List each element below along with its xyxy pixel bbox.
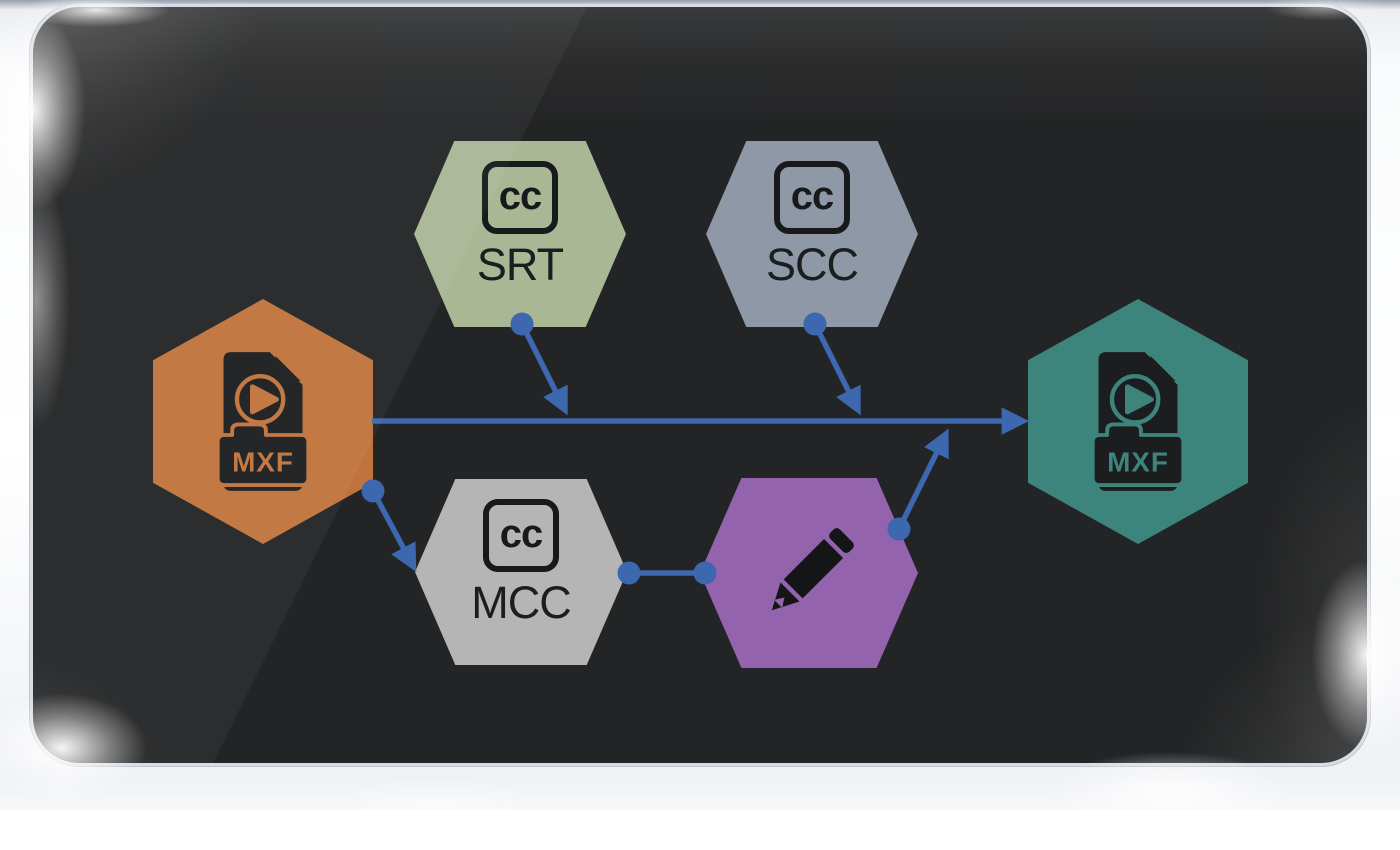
file-type-label: MXF [232,447,294,478]
cc-icon-text: cc [790,174,834,218]
connector-editor-to-main [896,428,949,531]
node-editor [700,478,918,668]
connector-srt-to-main [519,322,568,416]
node-label: MCC [471,577,571,628]
closed-captions-icon: cc [774,161,850,234]
node-input-mxf: MXF [153,299,373,544]
file-type-label: MXF [1107,447,1169,478]
closed-captions-icon: cc [483,499,559,572]
cc-icon-text: cc [499,512,543,556]
node-srt: cc SRT [414,141,626,327]
mxf-video-file-icon: MXF [215,352,311,491]
closed-captions-icon: cc [482,161,558,234]
connector-scc-to-main [812,322,861,416]
glow-highlight [280,764,590,850]
mxf-video-file-icon: MXF [1090,352,1186,491]
node-scc: cc SCC [706,141,918,327]
node-output-mxf: MXF [1028,299,1248,544]
node-label: SRT [476,239,564,290]
cc-icon-text: cc [498,174,542,218]
pencil-icon [771,528,854,611]
node-mcc: cc MCC [415,479,627,665]
node-label: SCC [765,239,859,290]
dark-panel: cc SRT cc SCC cc MCC [33,7,1367,763]
connector-inputmxf-to-mcc [370,489,417,573]
